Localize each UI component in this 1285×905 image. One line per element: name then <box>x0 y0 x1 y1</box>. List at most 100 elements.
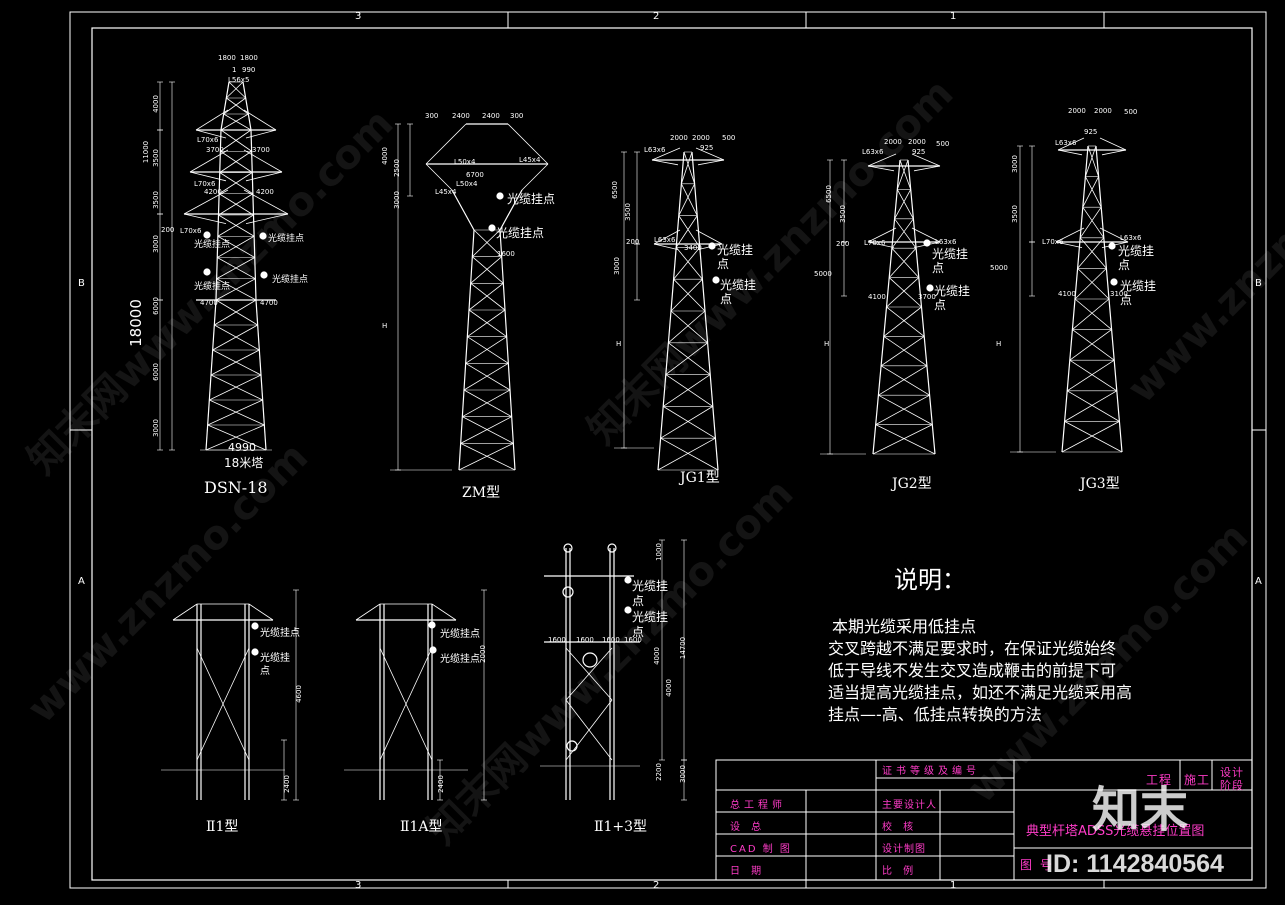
pi1-attach-label: 光缆挂点 <box>260 628 300 639</box>
tower-brace <box>207 399 263 426</box>
tb-stage-project: 工程 <box>1146 773 1173 787</box>
tower-brace <box>226 97 249 115</box>
tower-leg <box>451 189 475 231</box>
tower-brace <box>657 437 716 471</box>
pi13-dim-14700: 14700 <box>679 636 688 660</box>
jg2-dim-h: H <box>824 340 830 348</box>
tower-brace <box>216 257 255 280</box>
zm-dim-1600: 1600 <box>497 250 515 258</box>
zm-caption: ZM型 <box>462 485 501 501</box>
jg1-dim-2000-l: 2000 <box>670 134 688 142</box>
tb-row-mid: 主要设计人 <box>882 800 937 811</box>
tower-brace <box>472 229 501 257</box>
tower-brace <box>878 365 928 396</box>
jg2-dim-5000: 5000 <box>814 270 832 278</box>
jg2-dim-3500: 3500 <box>838 205 847 223</box>
tower-brace <box>465 362 511 391</box>
crossarm-brace <box>653 243 679 250</box>
pi13-dim-1600-c: 1600 <box>602 636 620 644</box>
pi13-attach-label: 光缆挂 <box>632 579 669 593</box>
pole-top-ring <box>563 543 573 553</box>
notes-line: 挂点—-高、低挂点转换的方法 <box>828 705 1042 724</box>
tb-row-left: 总工程师 <box>730 800 786 811</box>
jg3-dim-3100: 3100 <box>1110 290 1128 298</box>
pi13-dim-4000-a: 4000 <box>652 647 661 665</box>
tower-brace <box>215 278 256 301</box>
tb-stage-phase: 阶段 <box>1220 779 1244 792</box>
tb-row-mid: 校 核 <box>882 822 918 833</box>
insulator-ring <box>562 586 574 598</box>
jg3-dim-4100: 4100 <box>1058 290 1076 298</box>
tower-brace <box>212 349 262 376</box>
crossarm-brace <box>355 603 381 621</box>
tower-brace <box>660 406 714 439</box>
tower-brace <box>670 310 708 344</box>
tower-brace <box>1085 145 1097 177</box>
brand-logo: 知末 <box>1092 782 1189 838</box>
crossarm-brace <box>1099 227 1129 243</box>
tower-brace <box>875 424 936 455</box>
crossarm-brace <box>243 109 277 131</box>
tower-brace <box>219 150 252 173</box>
border-left-a: A <box>78 576 85 587</box>
tower-brace <box>670 278 703 312</box>
attach-point-marker <box>712 276 720 284</box>
tower-brace <box>886 306 925 337</box>
tower-brace <box>212 324 258 351</box>
tower-brace <box>1077 237 1105 269</box>
jg2-attach-label: 光缆挂 <box>934 284 971 298</box>
tower-brace <box>1072 329 1115 361</box>
jg3-dim-500: 500 <box>1124 108 1138 116</box>
pi1a-dim-base: 2400 <box>436 775 445 793</box>
dsn18-dim-3000-a: 3000 <box>151 235 160 253</box>
border-right-b: B <box>1255 278 1262 289</box>
tb-stage-construction: 施工 <box>1184 773 1211 787</box>
crossarm-brace <box>172 603 198 621</box>
tower-brace <box>220 113 249 131</box>
tower-brace <box>470 283 506 311</box>
tower-brace <box>878 394 933 425</box>
crossarm-brace <box>431 603 457 621</box>
dsn18-dim-3500-a: 3500 <box>151 149 160 167</box>
attach-point-marker <box>251 648 259 656</box>
jg3-dim-l63-b: L63x6 <box>1120 234 1142 242</box>
dsn18-dim-6000-b: 6000 <box>151 363 160 381</box>
crossarm-brace <box>507 123 549 165</box>
dsn18-attach-label: 光缆挂点 <box>272 275 309 285</box>
tower-brace <box>886 277 920 308</box>
tower-brace <box>223 97 246 115</box>
dsn18-attach-label: 光缆挂点 <box>194 240 231 250</box>
jg2-dim-l63-b: L63x6 <box>935 238 957 246</box>
dsn18-dim-top-right: 1800 <box>240 54 258 62</box>
dsn18-dim-l70-1: L70x6 <box>197 136 219 144</box>
dsn18-height-label: 18000 <box>126 299 145 347</box>
tower-brace <box>210 374 263 401</box>
jg1-attach-label: 光缆挂 <box>720 278 757 292</box>
tower-leg <box>499 229 516 471</box>
tower-brace <box>1066 359 1115 392</box>
tower-brace <box>1064 390 1118 422</box>
tb-row-mid: 设计制图 <box>882 844 926 855</box>
tower-brace <box>896 189 914 219</box>
tower-brace <box>1082 176 1099 208</box>
dsn18-dim-l70-2: L70x6 <box>194 180 216 188</box>
tower-brace <box>665 374 714 407</box>
crossarm-brace <box>695 229 723 245</box>
crossarm-brace <box>1055 241 1083 248</box>
jg3-attach-label: 光缆挂 <box>1120 279 1157 293</box>
jg2-dim-l70: L70x6 <box>864 239 886 247</box>
zm-dim-300-r: 300 <box>510 112 524 120</box>
crossarm-brace <box>651 147 681 161</box>
crossarm-brace <box>521 163 549 191</box>
jg2-dim-2000-r: 2000 <box>908 138 926 146</box>
jg3-dim-925: 925 <box>1084 128 1098 136</box>
tower-brace <box>472 256 504 284</box>
tower-brace <box>683 151 695 184</box>
attach-point-marker <box>488 224 496 232</box>
border-left-b: B <box>78 278 85 289</box>
jg2-caption: JG2型 <box>892 476 932 492</box>
tb-row-left: 日 期 <box>730 866 766 877</box>
dsn18-dim-3700-r: 3700 <box>252 146 270 154</box>
frame-brace <box>565 699 613 761</box>
border-bottom-3: 3 <box>355 880 362 891</box>
